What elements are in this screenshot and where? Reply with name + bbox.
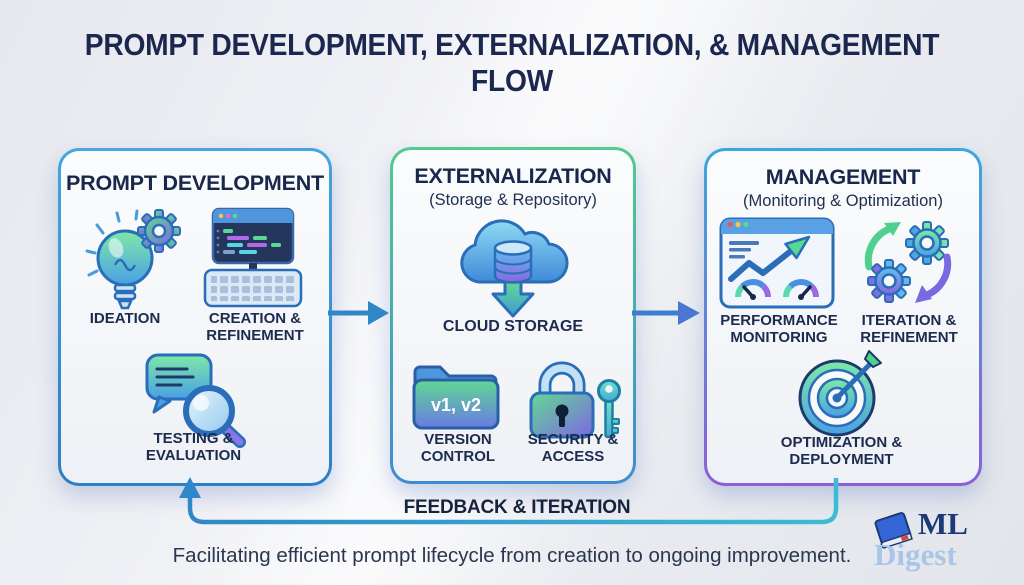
code-editor-keyboard-icon [203,207,303,308]
folder-version-text: v1, v2 [431,395,481,415]
box-externalization: EXTERNALIZATION (Storage & Repository) C… [390,147,636,484]
ml-digest-logo: ML Digest [872,506,1022,582]
right-arrow-icon [328,301,389,325]
item-label: TESTING & EVALUATION [145,430,242,464]
item-label: PERFORMANCE MONITORING [720,312,838,346]
logo-suffix: Digest [874,537,957,572]
lightbulb-gear-icon [85,209,181,310]
box-subtitle: (Storage & Repository) [429,191,597,209]
dashboard-chart-icon [719,217,835,309]
chat-magnifier-icon [145,353,246,448]
feedback-label: FEEDBACK & ITERATION [403,497,631,518]
item-label: OPTIMIZATION & DEPLOYMENT [780,434,903,468]
box-subtitle: (Monitoring & Optimization) [743,192,943,210]
caption-text: Facilitating efficient prompt lifecycle … [172,544,852,567]
cloud-database-icon [460,219,569,318]
item-label: SECURITY & ACCESS [527,431,619,465]
item-label: IDEATION [89,310,161,327]
book-icon [874,512,913,549]
box-title: EXTERNALIZATION [414,164,612,188]
box-management: MANAGEMENT (Monitoring & Optimization) [704,148,982,486]
lock-key-icon [529,361,621,439]
right-arrow-icon [632,301,700,325]
item-label: CREATION & REFINEMENT [206,310,304,344]
gears-cycle-icon [864,221,952,303]
box-prompt-development: PROMPT DEVELOPMENT [58,148,332,486]
page-title: PROMPT DEVELOPMENT, EXTERNALIZATION, & M… [84,27,940,98]
box-title: PROMPT DEVELOPMENT [65,171,324,195]
item-label: CLOUD STORAGE [442,318,584,335]
box-title: MANAGEMENT [765,165,921,189]
target-dart-icon [798,350,882,437]
version-folder-icon: v1, v2 [412,365,500,430]
item-label: ITERATION & REFINEMENT [860,312,958,346]
logo-name: ML [918,506,968,541]
item-label: VERSION CONTROL [420,431,496,465]
